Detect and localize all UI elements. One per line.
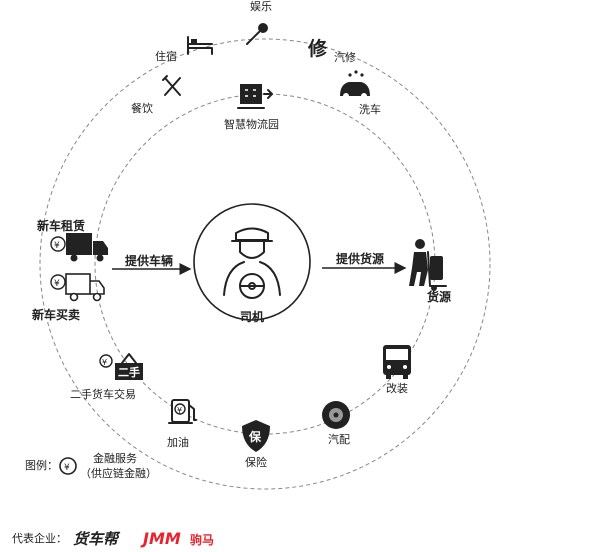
repair-label: 汽修 [334, 50, 356, 64]
used-truck-label: 二手货车交易 [70, 387, 136, 401]
svg-text:¥: ¥ [64, 463, 70, 473]
lodging-label: 住宿 [155, 49, 177, 63]
car-wash-icon [340, 70, 370, 99]
logistics-park-label: 智慧物流园 [224, 117, 279, 131]
svg-text:¥: ¥ [177, 406, 182, 415]
modification-label: 改装 [386, 381, 408, 395]
new-car-lease-label: 新车租赁 [37, 218, 85, 233]
center-label: 司机 [240, 309, 264, 324]
entertainment-label: 娱乐 [250, 0, 272, 13]
tire-icon [322, 401, 350, 429]
insurance-label: 保险 [245, 455, 267, 469]
legend-prefix: 图例： [25, 458, 58, 472]
truck-finance-icon: ¥ [50, 233, 108, 262]
auto-parts-label: 汽配 [328, 432, 350, 446]
shield-icon: 保 [242, 420, 270, 452]
second-hand-sign-icon: ¥ 二手 [99, 353, 143, 380]
fuel-label: 加油 [167, 435, 189, 449]
yuan-coin-icon: ¥ [59, 457, 77, 475]
microphone-icon [246, 23, 268, 45]
fork-knife-icon [162, 75, 181, 96]
svg-text:¥: ¥ [54, 241, 60, 251]
second-hand-sign-text: 二手 [118, 365, 140, 379]
bus-icon [383, 345, 411, 379]
center-circle [193, 203, 311, 321]
left-arrow-label: 提供车辆 [125, 253, 173, 268]
car-wash-label: 洗车 [359, 102, 381, 116]
cargo-source-label: 货源 [427, 289, 451, 304]
right-arrow-label: 提供货源 [336, 251, 384, 266]
footer-label: 代表企业： [12, 531, 67, 545]
logistics-park-icon [237, 84, 273, 109]
company2-logo-text: 驹马 [190, 532, 214, 547]
company2-logo-mark: JMM [140, 529, 181, 548]
legend-line2: （供应链金融） [80, 466, 157, 480]
porter-icon [409, 239, 447, 291]
bed-icon [187, 36, 213, 55]
svg-text:¥: ¥ [102, 358, 107, 367]
driver-icon [223, 227, 281, 299]
new-car-trade-label: 新车买卖 [32, 307, 80, 322]
insurance-badge-text: 保 [248, 429, 262, 444]
dining-label: 餐饮 [131, 101, 153, 115]
company1-logo: 货车帮 [73, 530, 121, 548]
fuel-pump-icon: ¥ [168, 399, 197, 424]
wrench-icon: 修 [307, 37, 328, 60]
outer-dashed-ring [39, 38, 491, 490]
truck-finance-icon: ¥ [50, 273, 105, 302]
svg-text:修: 修 [307, 37, 328, 60]
legend-line1: 金融服务 [93, 451, 137, 465]
svg-text:¥: ¥ [54, 279, 60, 289]
